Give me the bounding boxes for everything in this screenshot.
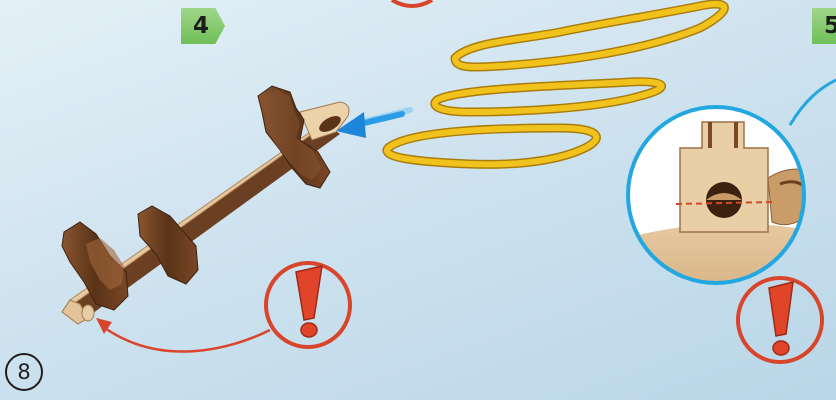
detail-callout [620, 80, 836, 300]
exclamation-icon [769, 282, 793, 355]
page-number: 8 [5, 353, 43, 391]
exclamation-icon [296, 266, 322, 337]
warning-circle-partial [392, 0, 432, 6]
step-number-badge-next: 5 [812, 8, 836, 44]
